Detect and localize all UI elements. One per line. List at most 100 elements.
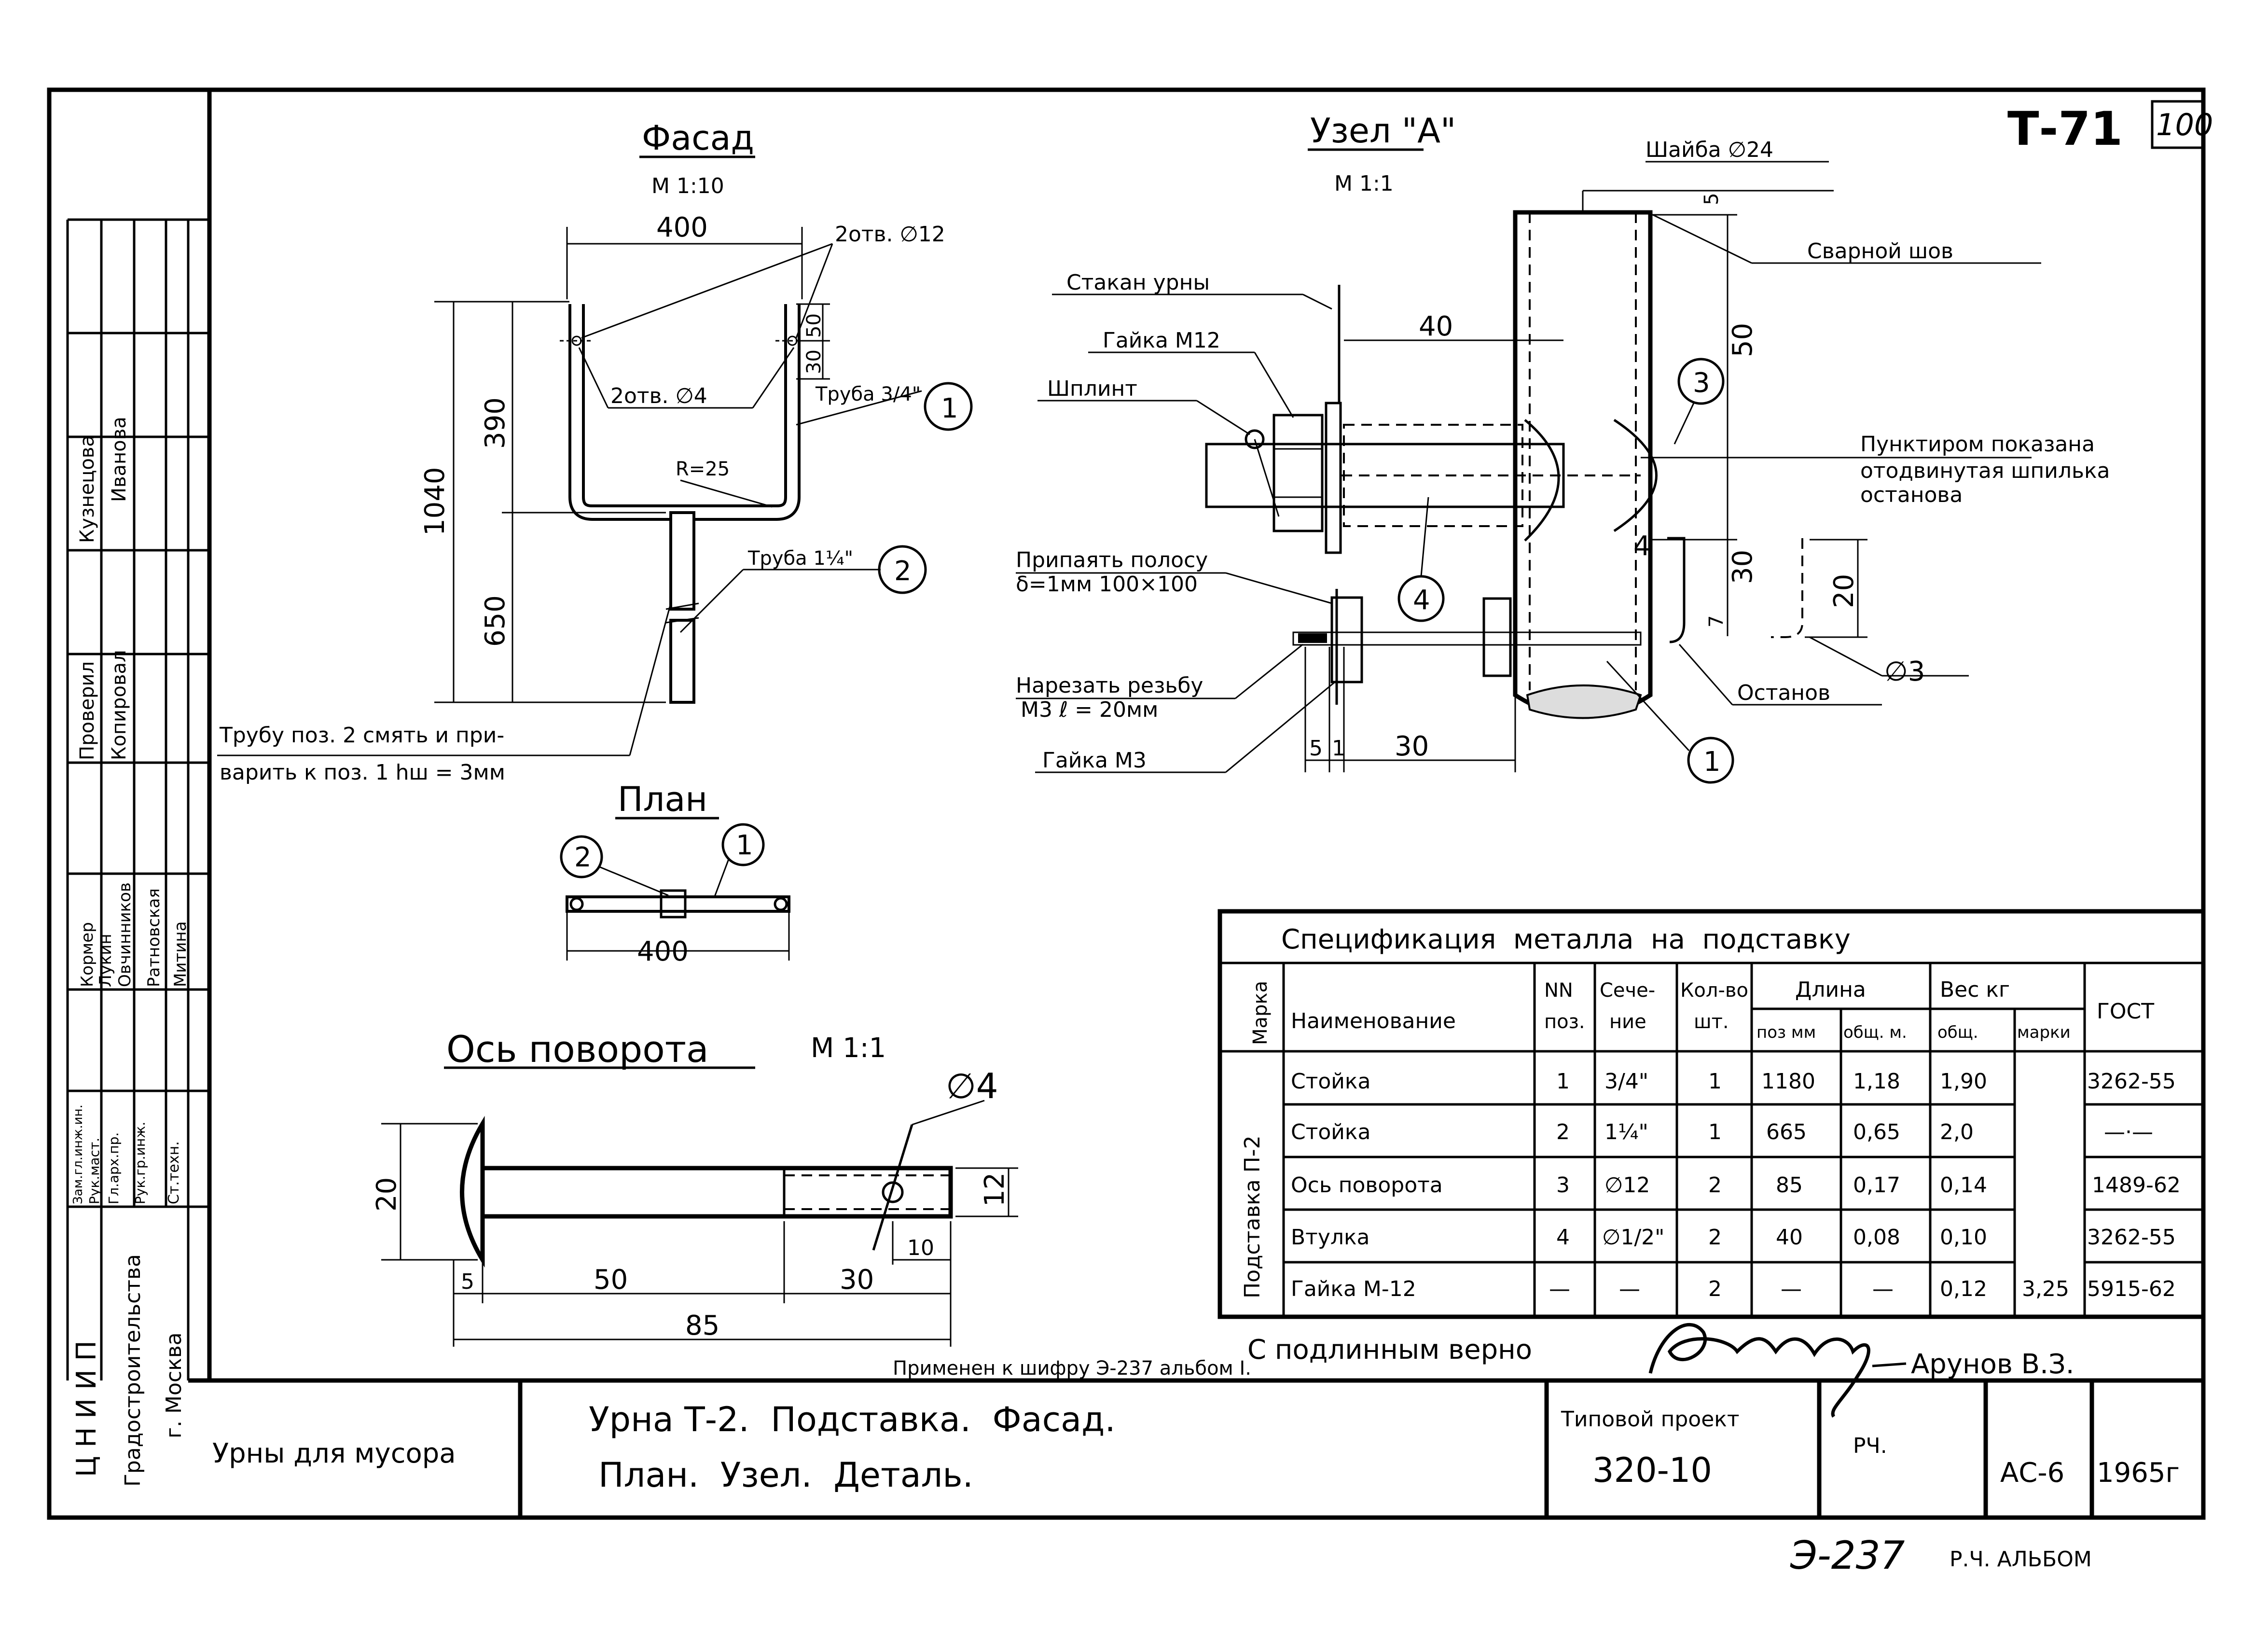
spec-h-pos1: NN <box>1544 979 1573 1002</box>
role-1: Зам.гл.инж.ин. <box>71 1104 85 1204</box>
spec-row-5: Гайка М-12 — — 2 — — 0,12 3,25 5915-62 <box>1291 1277 2176 1301</box>
staff-name-3: Овчинников <box>115 882 135 987</box>
plan-callout-2 <box>560 835 603 878</box>
spec-h-weight: Вес кг <box>1940 977 2010 1002</box>
spec-cell-name: Стойка <box>1291 1120 1370 1144</box>
node-nut-m12-label: Гайка М12 <box>1103 328 1220 353</box>
spec-cell-len-pos: 85 <box>1776 1173 1803 1198</box>
spec-title: Спецификация металла на подставку <box>1281 924 1851 955</box>
spec-cell-w-total: 0,12 <box>1940 1277 1987 1301</box>
plan-callout-2-label: 2 <box>574 842 592 873</box>
facade-scale: М 1:10 <box>651 174 724 198</box>
spec-cell-w-total: 0,10 <box>1940 1225 1987 1250</box>
role-2: Рук.маст. <box>86 1138 102 1204</box>
node-main-tube <box>1513 210 1653 719</box>
role-4: Рук.гр.инж. <box>132 1122 148 1204</box>
org-name-2: Градостроительства <box>121 1254 145 1487</box>
spec-cell-qty: 2 <box>1708 1173 1722 1198</box>
node-cup-plate <box>1325 402 1342 554</box>
node-thread-1: Нарезать резьбу <box>1016 673 1203 698</box>
axis-dim-5: 5 <box>461 1269 474 1294</box>
author-2: Иванова <box>108 417 130 502</box>
spec-h-w-total: общ. <box>1937 1023 1978 1042</box>
spec-cell-len-total: 0,65 <box>1853 1120 1900 1144</box>
facade-dim-top: 50 <box>803 313 825 338</box>
author-1: Кузнецова <box>76 435 98 543</box>
facade-holes-4: 2отв. ∅4 <box>610 384 707 408</box>
spec-cell-w-marks: 3,25 <box>2022 1277 2069 1301</box>
title-drawing-line1: Урна Т-2. Подставка. Фасад. <box>589 1400 1116 1439</box>
sheet-code: Т-71 <box>2007 102 2123 156</box>
spec-cell-len-pos: 40 <box>1776 1225 1803 1250</box>
plan-dim-width: 400 <box>637 936 689 967</box>
node-dim-7: 7 <box>1705 615 1728 627</box>
title-subject: Урны для мусора <box>212 1438 456 1469</box>
title-project-label: Типовой проект <box>1561 1407 1740 1432</box>
spec-cell-pos: 1 <box>1556 1069 1570 1094</box>
axis-shank <box>480 1166 953 1219</box>
node-dim-5top: 5 <box>1701 193 1723 205</box>
spec-row-4: Втулка 4 ∅1/2" 2 40 0,08 0,10 3262-55 <box>1291 1225 2176 1250</box>
org-name-1: Ц Н И И П <box>71 1340 102 1477</box>
role-5: Ст.техн. <box>166 1141 182 1204</box>
spec-h-len-pos: поз мм <box>1756 1023 1816 1042</box>
node-a-view: Узел "А" М 1:1 Ша <box>1016 111 2110 784</box>
node-thread-2: М3 ℓ = 20мм <box>1021 697 1158 722</box>
spec-h-w-marks: марки <box>2017 1023 2071 1042</box>
page-number-box <box>2151 100 2205 149</box>
node-title: Узел "А" <box>1310 111 1456 151</box>
title-project-number: 320-10 <box>1592 1450 1712 1490</box>
spec-cell-section: — <box>1619 1277 1640 1301</box>
spec-cell-qty: 2 <box>1708 1225 1722 1250</box>
node-callout-1-label: 1 <box>1703 746 1721 778</box>
axis-dim-12: 12 <box>979 1172 1010 1207</box>
certification: С подлинным верно Арунов В.З. Применен к… <box>893 1323 2074 1418</box>
side-stamp: Кузнецова Иванова Проверил Копировал Кор… <box>66 218 209 1487</box>
facade-callout-2-label: 2 <box>894 556 912 587</box>
spec-cell-section: 1¼" <box>1604 1120 1648 1144</box>
check-role-2: Копировал <box>108 650 130 760</box>
node-dim-5: 5 <box>1309 736 1323 761</box>
facade-callout-2 <box>878 545 927 594</box>
node-nut-m12 <box>1272 414 1324 532</box>
node-dim-1: 1 <box>1332 736 1345 761</box>
spec-cell-pos: 4 <box>1556 1225 1570 1250</box>
axis-dim-10: 10 <box>907 1236 934 1260</box>
node-axis-bolt <box>1205 443 1565 508</box>
node-dim-40: 40 <box>1419 311 1453 342</box>
spec-h-mark: Марка <box>1249 981 1272 1045</box>
spec-cell-name: Гайка М-12 <box>1291 1277 1416 1301</box>
node-stop: Останов <box>1737 681 1830 705</box>
spec-h-pos2: поз. <box>1544 1011 1585 1033</box>
title-block: Урны для мусора Урна Т-2. Подставка. Фас… <box>212 1380 2180 1518</box>
node-dim-50: 50 <box>1727 323 1758 357</box>
node-dashed-note-2: отодвинутая шпилька <box>1860 459 2110 483</box>
spec-cell-gost: 3262-55 <box>2087 1225 2176 1250</box>
staff-name-2: Лукин <box>96 934 115 987</box>
node-stop-pin <box>1292 631 1642 646</box>
cert-text: С подлинным верно <box>1247 1334 1532 1366</box>
node-callout-4-label: 4 <box>1413 585 1430 616</box>
facade-pipe-2-upper <box>669 511 695 611</box>
title-stage: РЧ. <box>1853 1434 1887 1458</box>
facade-pipe-2-lower <box>669 619 695 704</box>
title-sheet: АС-6 <box>2000 1457 2064 1489</box>
node-callout-1 <box>1687 737 1734 784</box>
facade-view: Фасад М 1:10 400 1040 390 650 <box>217 118 973 785</box>
facade-note-2: варить к поз. 1 hш = 3мм <box>220 760 505 785</box>
spec-h-qty2: шт. <box>1694 1011 1729 1033</box>
spec-cell-pos: 3 <box>1556 1173 1570 1198</box>
axis-view: Ось поворота М 1:1 ∅4 20 12 5 50 30 <box>371 1028 1018 1347</box>
org-name-3: г. Москва <box>162 1332 186 1438</box>
axis-scale: М 1:1 <box>811 1032 886 1064</box>
plan-view: План 400 2 1 <box>560 780 790 967</box>
node-sleeve <box>1343 424 1523 527</box>
axis-dim-50: 50 <box>594 1264 628 1296</box>
axis-dim-30: 30 <box>840 1264 874 1296</box>
spec-cell-section: ∅1/2" <box>1602 1225 1664 1250</box>
facade-radius: R=25 <box>676 458 730 480</box>
facade-dim-total: 1040 <box>419 467 451 536</box>
node-weld: Сварной шов <box>1807 239 1953 264</box>
spec-cell-qty: 1 <box>1708 1069 1722 1094</box>
title-drawing-line2: План. Узел. Деталь. <box>598 1455 973 1495</box>
